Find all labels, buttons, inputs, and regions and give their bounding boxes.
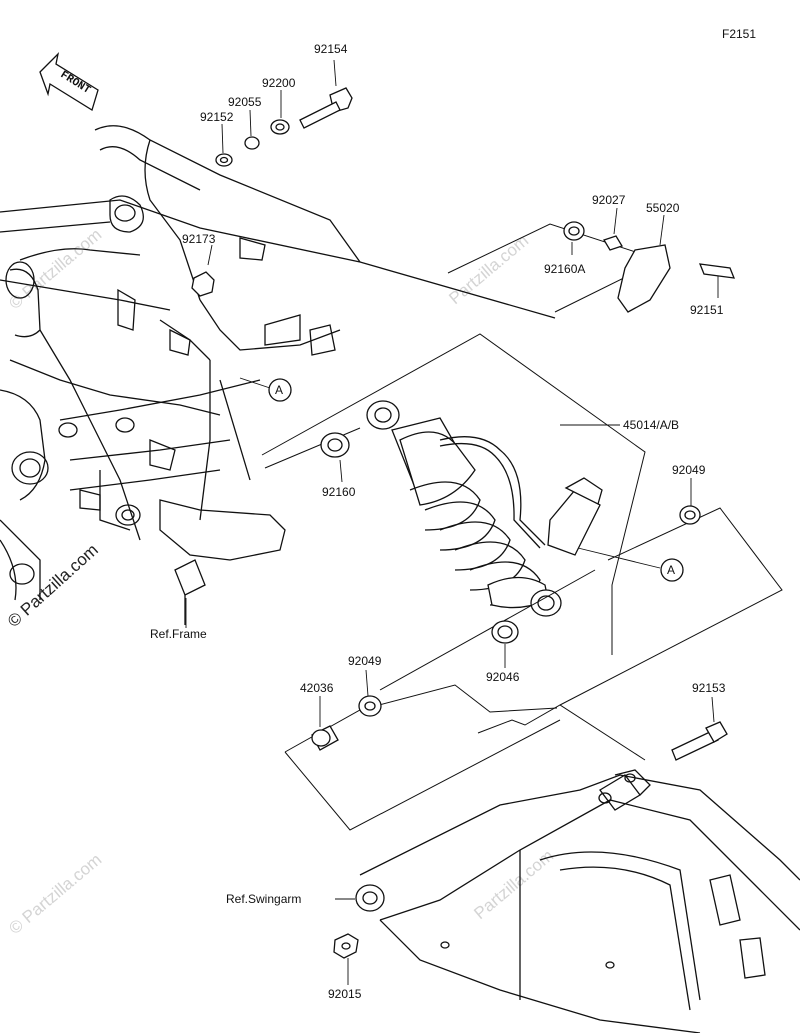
part-label-92160: 92160 (322, 485, 356, 499)
part-label-92015: 92015 (328, 987, 362, 1001)
part-label-92151: 92151 (690, 303, 724, 317)
ref-swingarm-label: Ref.Swingarm (226, 892, 301, 906)
watermark-text-dark: © Partzilla.com (4, 540, 102, 631)
nut-92152-icon (215, 123, 233, 167)
bolt-92153-icon (671, 696, 728, 761)
part-label-92160a: 92160A (544, 262, 585, 276)
part-label-92055: 92055 (228, 95, 262, 109)
bushing-92160-icon (264, 427, 361, 483)
front-arrow-icon: FRONT (39, 52, 99, 111)
callout-a-shock: A (577, 547, 684, 582)
part-label-92046: 92046 (486, 670, 520, 684)
part-label-92152: 92152 (200, 110, 234, 124)
part-number-labels: 92154 92200 92055 92152 92173 92027 5502… (150, 42, 726, 1001)
ref-frame-label: Ref.Frame (150, 627, 207, 641)
bushing-92160a-icon (563, 221, 585, 241)
bolt-92151-icon (698, 263, 736, 279)
figure-code: F2151 (722, 27, 756, 41)
washer-92200-icon (270, 90, 290, 135)
part-label-42036: 42036 (300, 681, 334, 695)
bolt-92154-icon (299, 59, 353, 129)
nut-92015-icon (333, 933, 359, 985)
o-ring-92055-icon (244, 109, 260, 150)
callout-a-frame: A (239, 377, 292, 402)
shock-absorber-45014 (261, 333, 646, 655)
part-label-92049-left: 92049 (348, 654, 382, 668)
seal-92049-right-icon (559, 478, 783, 706)
part-label-92049-right: 92049 (672, 463, 706, 477)
lower-left-group (284, 669, 561, 831)
bearing-92046-icon (379, 569, 596, 691)
upper-right-group (447, 207, 736, 313)
svg-text:A: A (667, 563, 675, 577)
watermark-text: © Partzilla.com (5, 850, 105, 938)
part-label-55020: 55020 (646, 201, 680, 215)
watermark-text: Partzilla.com (445, 231, 532, 308)
part-label-92200: 92200 (262, 76, 296, 90)
watermarks: Partzilla.com Partzilla.com © Partzilla.… (4, 225, 557, 938)
frame-drawing (0, 125, 556, 625)
part-label-92154: 92154 (314, 42, 348, 56)
part-label-92173: 92173 (182, 232, 216, 246)
collar-92027-icon (603, 235, 623, 251)
part-label-92027: 92027 (592, 193, 626, 207)
watermark-text: Partzilla.com (470, 846, 557, 923)
seal-92049-left-icon (358, 695, 382, 717)
part-label-92153: 92153 (692, 681, 726, 695)
svg-text:A: A (275, 383, 283, 397)
part-label-45014: 45014/A/B (623, 418, 679, 432)
swingarm-drawing (335, 704, 800, 1033)
guard-55020-icon (617, 244, 671, 313)
bolt-92173-icon (191, 244, 215, 297)
